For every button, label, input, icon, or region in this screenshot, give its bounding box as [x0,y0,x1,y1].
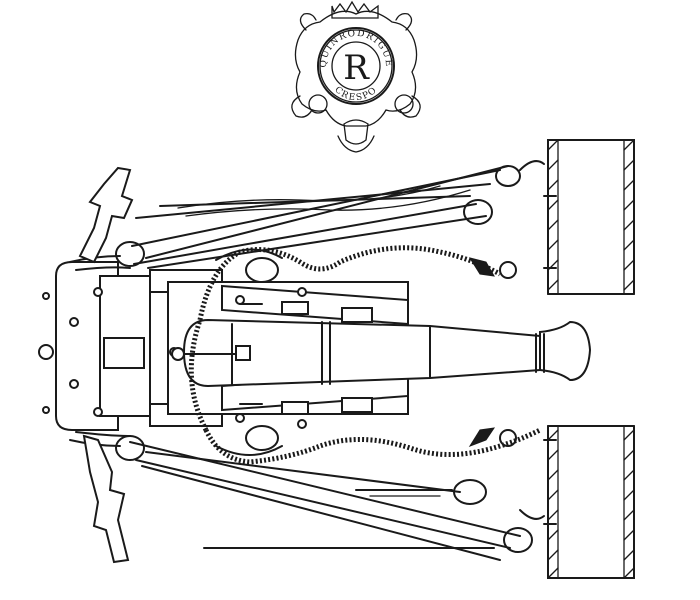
handspike-lower [82,434,130,564]
logo-monogram: R [343,48,370,88]
tackle-lines [69,165,521,561]
cannon-barrel [171,318,592,388]
emblem-logo: QUINRODRIGUE CRESPO R [291,0,421,153]
handspike-upper [78,166,134,264]
